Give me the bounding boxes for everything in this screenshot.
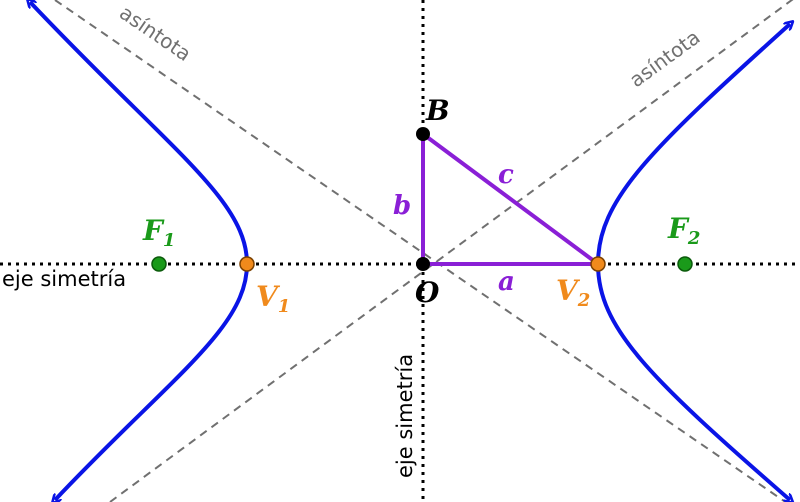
hyperbola-right-branch xyxy=(595,24,790,500)
focus-1-label: F1 xyxy=(142,214,175,251)
vertex-1-label: V1 xyxy=(256,280,290,317)
asymptote-right-label: asíntota xyxy=(625,25,705,92)
side-b-label: b xyxy=(393,191,411,221)
focus-1-dot xyxy=(151,256,167,272)
asymptote-descending xyxy=(54,0,788,502)
focus-2-dot xyxy=(677,256,693,272)
axis-horizontal-label: eje simetría xyxy=(2,267,126,291)
point-b-dot xyxy=(416,127,430,141)
vertex-2-label: V2 xyxy=(556,274,590,311)
point-b-label: B xyxy=(425,94,450,127)
focus-2-label: F2 xyxy=(667,212,700,249)
vertex-2-dot xyxy=(590,256,606,272)
side-a-label: a xyxy=(498,267,515,297)
origin-label: O xyxy=(415,276,440,309)
asymptote-left-label: asíntota xyxy=(115,0,195,66)
vertex-1-dot xyxy=(239,256,255,272)
side-c-label: c xyxy=(498,160,514,190)
origin-dot xyxy=(416,257,430,271)
triangle-side-c xyxy=(421,132,600,266)
asymptote-ascending xyxy=(109,0,794,502)
axis-vertical-label: eje simetría xyxy=(393,354,417,478)
